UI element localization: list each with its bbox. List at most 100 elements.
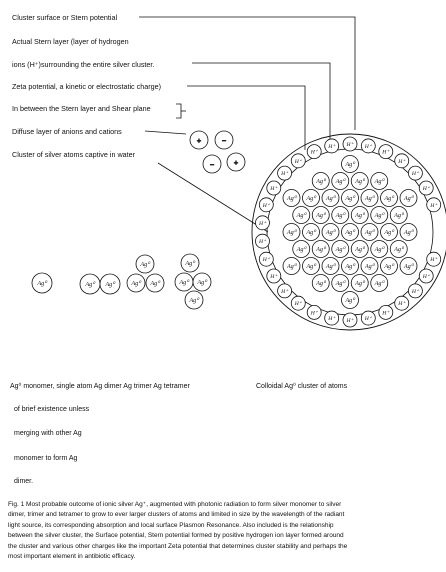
hydrogen-ion (306, 144, 322, 160)
silver-atom (145, 273, 165, 293)
hydrogen-ion-label: H⁺ (262, 203, 271, 209)
hydrogen-ion-label: H⁺ (280, 171, 289, 177)
silver-atom (341, 291, 359, 309)
silver-atom-label: Ag⁰ (305, 229, 317, 236)
caption-line: dimer, trimer and tetramer to grow to ev… (8, 511, 345, 519)
atom-label: Ag⁰ (188, 297, 200, 304)
cation-circle (189, 130, 209, 150)
silver-atom (360, 189, 379, 207)
hydrogen-ion-label: H⁺ (381, 150, 390, 156)
silver-atom-label: Ag⁰ (286, 263, 298, 270)
hydrogen-ion (426, 197, 442, 213)
label-stern-layer-1: Actual Stern layer (layer of hydrogen (12, 37, 129, 46)
silver-tetramer: Ag⁰ Ag⁰ Ag⁰ Ag⁰ (174, 253, 212, 310)
silver-atom (380, 189, 398, 207)
hydrogen-ion (266, 268, 282, 284)
silver-atom (311, 274, 330, 292)
hydrogen-ion (258, 251, 274, 267)
silver-atom-label: Ag⁰ (325, 263, 337, 270)
hydrogen-ion (290, 295, 306, 311)
hydrogen-ion (394, 153, 410, 169)
leader-diffuse-layer (144, 130, 187, 135)
hydrogen-ion (360, 138, 376, 154)
silver-atom (380, 257, 398, 275)
hydrogen-ion-label: H⁺ (397, 159, 406, 165)
hydrogen-ion-label: H⁺ (429, 203, 438, 209)
hydrogen-ion (266, 180, 282, 196)
hydrogen-ion-label: H⁺ (310, 310, 319, 316)
label-zeta-potential: Zeta potential, a kinetic or electrostat… (12, 82, 161, 91)
silver-atom (331, 274, 350, 292)
monomer-note-3: monomer to form Ag (14, 455, 78, 462)
silver-atom (31, 272, 53, 294)
silver-atom-label: Ag⁰ (364, 229, 376, 236)
hydrogen-ion (324, 138, 340, 154)
hydrogen-ion (342, 136, 358, 152)
label-cluster-captive: Cluster of silver atoms captive in water (12, 150, 136, 159)
silver-atom (380, 223, 398, 241)
silver-atom (180, 253, 200, 273)
silver-atom-label: Ag⁰ (354, 212, 366, 219)
hydrogen-ion-label: H⁺ (280, 289, 289, 295)
monomer-note-1: of brief existence unless (14, 406, 90, 413)
anion-circle (214, 130, 234, 150)
cation-circle (226, 152, 246, 172)
silver-atom-label: Ag⁰ (393, 212, 405, 219)
minus-sign: − (222, 136, 226, 145)
silver-atom (341, 223, 359, 241)
leader-zeta-potential (187, 85, 306, 150)
leader-lines (139, 16, 356, 233)
silver-atom-label: Ag⁰ (325, 195, 337, 202)
hydrogen-ion-label: H⁺ (381, 310, 390, 316)
hydrogen-ion (255, 233, 270, 249)
silver-atom (370, 240, 389, 258)
silver-atom-label: Ag⁰ (335, 178, 347, 185)
silver-atom-label: Ag⁰ (354, 280, 366, 287)
hydrogen-ion (426, 251, 442, 267)
silver-atom (370, 274, 389, 292)
silver-atom-label: Ag⁰ (383, 263, 395, 270)
atom-label: Ag⁰ (149, 280, 161, 287)
silver-atom-label: Ag⁰ (344, 297, 356, 304)
hydrogen-ion-label: H⁺ (411, 289, 420, 295)
silver-atom (399, 257, 418, 275)
hydrogen-ion (277, 165, 293, 181)
silver-atom (389, 206, 408, 224)
hydrogen-ion (277, 283, 293, 299)
silver-atom (350, 274, 369, 292)
hydrogen-ion-label: H⁺ (269, 274, 278, 280)
hydrogen-ion (407, 283, 423, 299)
bracket-between-layers (176, 103, 182, 119)
silver-atom (311, 240, 330, 258)
hydrogen-ion-label: H⁺ (346, 142, 355, 148)
silver-atom-label: Ag⁰ (364, 263, 376, 270)
silver-atom-label: Ag⁰ (364, 195, 376, 202)
hydrogen-ion (407, 165, 423, 181)
hydrogen-ion-label: H⁺ (422, 186, 431, 192)
hydrogen-ion-label: H⁺ (429, 257, 438, 263)
hydrogen-ion-label: H⁺ (310, 150, 319, 156)
caption-line: the cluster and various other charges li… (8, 542, 348, 550)
hydrogen-ion (306, 304, 322, 320)
silver-atom (331, 206, 350, 224)
silver-atom-label: Ag⁰ (325, 229, 337, 236)
cluster-caption: Colloidal Ag⁰ cluster of atoms (256, 383, 348, 390)
atom-label: Ag⁰ (178, 279, 190, 286)
silver-trimer: Ag⁰ Ag⁰ Ag⁰ (126, 254, 165, 293)
silver-atom (341, 155, 359, 173)
silver-atom-label: Ag⁰ (305, 195, 317, 202)
silver-atom (341, 189, 359, 207)
hydrogen-ion (255, 215, 270, 231)
caption-line: Fig. 1 Most probable outcome of ionic si… (8, 501, 342, 508)
silver-atom (360, 223, 379, 241)
atom-label: Ag⁰ (36, 280, 48, 287)
silver-atom (99, 273, 121, 295)
caption-line: between the silver cluster, the Surface … (8, 532, 344, 540)
label-stern-layer-2: ions (H⁺)surrounding the entire silver c… (12, 60, 154, 69)
silver-atom-label: Ag⁰ (403, 263, 415, 270)
silver-atom (399, 189, 418, 207)
silver-atom (282, 189, 301, 207)
hydrogen-ion-label: H⁺ (422, 274, 431, 280)
silver-atom-label: Ag⁰ (383, 195, 395, 202)
silver-atom (350, 206, 369, 224)
